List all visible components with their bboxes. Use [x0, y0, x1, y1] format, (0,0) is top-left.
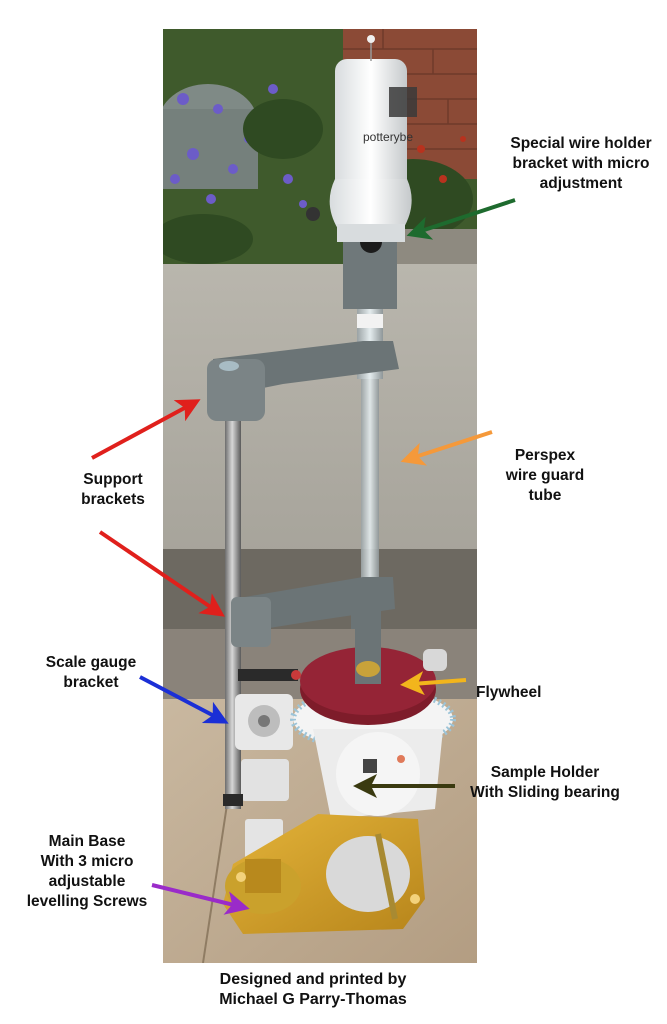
wire-holder-label: Special wire holder bracket with micro a… — [495, 134, 667, 194]
apparatus-photo: potterybe — [163, 29, 477, 963]
caption: Designed and printed by Michael G Parry-… — [183, 970, 443, 1010]
bottle-brand-text: potterybe — [363, 130, 413, 144]
perspex-line-2: wire guard — [505, 467, 585, 484]
flywheel-label: Flywheel — [476, 683, 576, 703]
scale-gauge-line-1: Scale gauge — [45, 654, 137, 671]
flywheel-line-1: Flywheel — [476, 684, 542, 701]
sample-holder-line-2: With Sliding bearing — [470, 784, 620, 801]
caption-line-2: Michael G Parry-Thomas — [219, 991, 407, 1008]
support-line-1: Support — [83, 471, 143, 488]
support-line-2: brackets — [81, 491, 145, 508]
apparatus-illustration: potterybe — [163, 29, 477, 963]
caption-line-1: Designed and printed by — [219, 971, 407, 988]
main-base-line-4: levelling Screws — [26, 893, 148, 910]
main-base-label: Main Base With 3 micro adjustable levell… — [20, 832, 154, 912]
scale-gauge-line-2: bracket — [63, 674, 119, 691]
sample-holder-label: Sample Holder With Sliding bearing — [455, 763, 635, 803]
main-base-line-1: Main Base — [48, 833, 126, 850]
wire-holder-line-3: adjustment — [539, 175, 623, 192]
main-base-line-3: adjustable — [48, 873, 126, 890]
wire-holder-line-2: bracket with micro — [512, 155, 650, 172]
scale-gauge-label: Scale gauge bracket — [36, 653, 146, 693]
perspex-label: Perspex wire guard tube — [490, 446, 600, 506]
wire-holder-line-1: Special wire holder — [510, 135, 652, 152]
main-base-line-2: With 3 micro — [40, 853, 134, 870]
perspex-line-3: tube — [528, 487, 562, 504]
perspex-line-1: Perspex — [514, 447, 576, 464]
support-label: Support brackets — [68, 470, 158, 510]
sample-holder-line-1: Sample Holder — [490, 764, 600, 781]
